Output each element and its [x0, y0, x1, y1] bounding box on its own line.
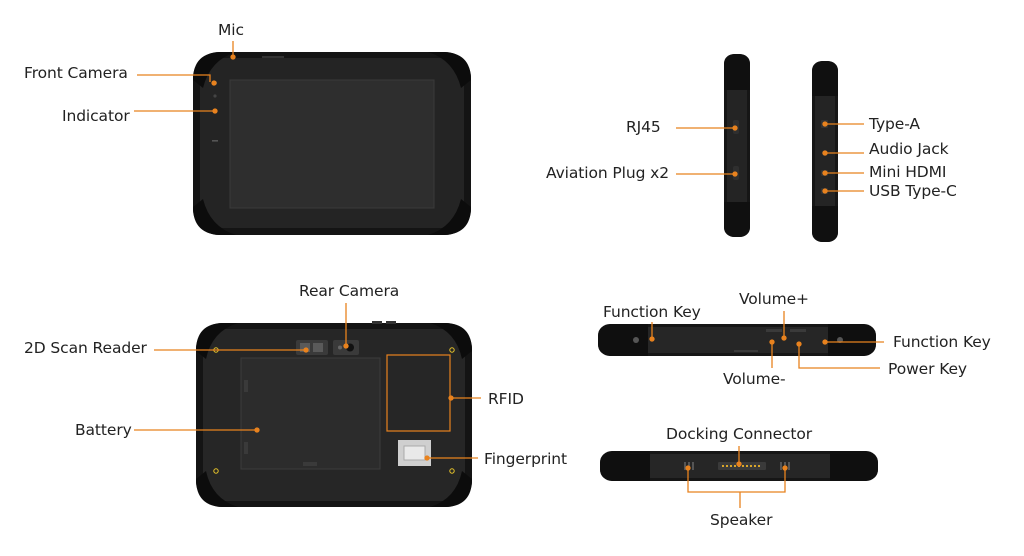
label-front-camera: Front Camera — [24, 64, 128, 82]
label-indicator: Indicator — [62, 107, 130, 125]
label-speaker: Speaker — [710, 511, 773, 529]
label-type-a: Type-A — [869, 115, 920, 133]
label-scan-reader: 2D Scan Reader — [24, 339, 147, 357]
label-mic: Mic — [218, 21, 244, 39]
label-docking-connector: Docking Connector — [666, 425, 813, 443]
callout-speaker — [687, 470, 786, 493]
label-fingerprint: Fingerprint — [484, 450, 567, 468]
label-audio-jack: Audio Jack — [869, 140, 949, 158]
label-function-key-left: Function Key — [603, 303, 701, 321]
label-rj45: RJ45 — [626, 118, 661, 136]
callout-lines — [134, 41, 884, 508]
battery-cover — [240, 357, 381, 470]
callout-power-key — [798, 345, 880, 369]
label-rfid: RFID — [488, 390, 524, 408]
front-screen — [230, 80, 434, 208]
label-aviation-plug: Aviation Plug x2 — [546, 164, 669, 182]
tablet-left-side-view — [724, 54, 750, 237]
rfid-zone — [386, 354, 451, 432]
label-battery: Battery — [75, 421, 132, 439]
label-volume-minus: Volume- — [723, 370, 786, 388]
label-usb-type-c: USB Type-C — [869, 182, 957, 200]
label-function-key-right: Function Key — [893, 333, 991, 351]
label-rear-camera: Rear Camera — [299, 282, 400, 300]
tablet-front-view — [193, 52, 471, 235]
label-volume-plus: Volume+ — [739, 290, 809, 308]
label-mini-hdmi: Mini HDMI — [869, 163, 947, 181]
callout-front-camera — [137, 74, 211, 82]
label-power-key: Power Key — [888, 360, 967, 378]
tablet-top-edge-view — [598, 324, 876, 356]
tablet-back-view — [196, 321, 472, 507]
